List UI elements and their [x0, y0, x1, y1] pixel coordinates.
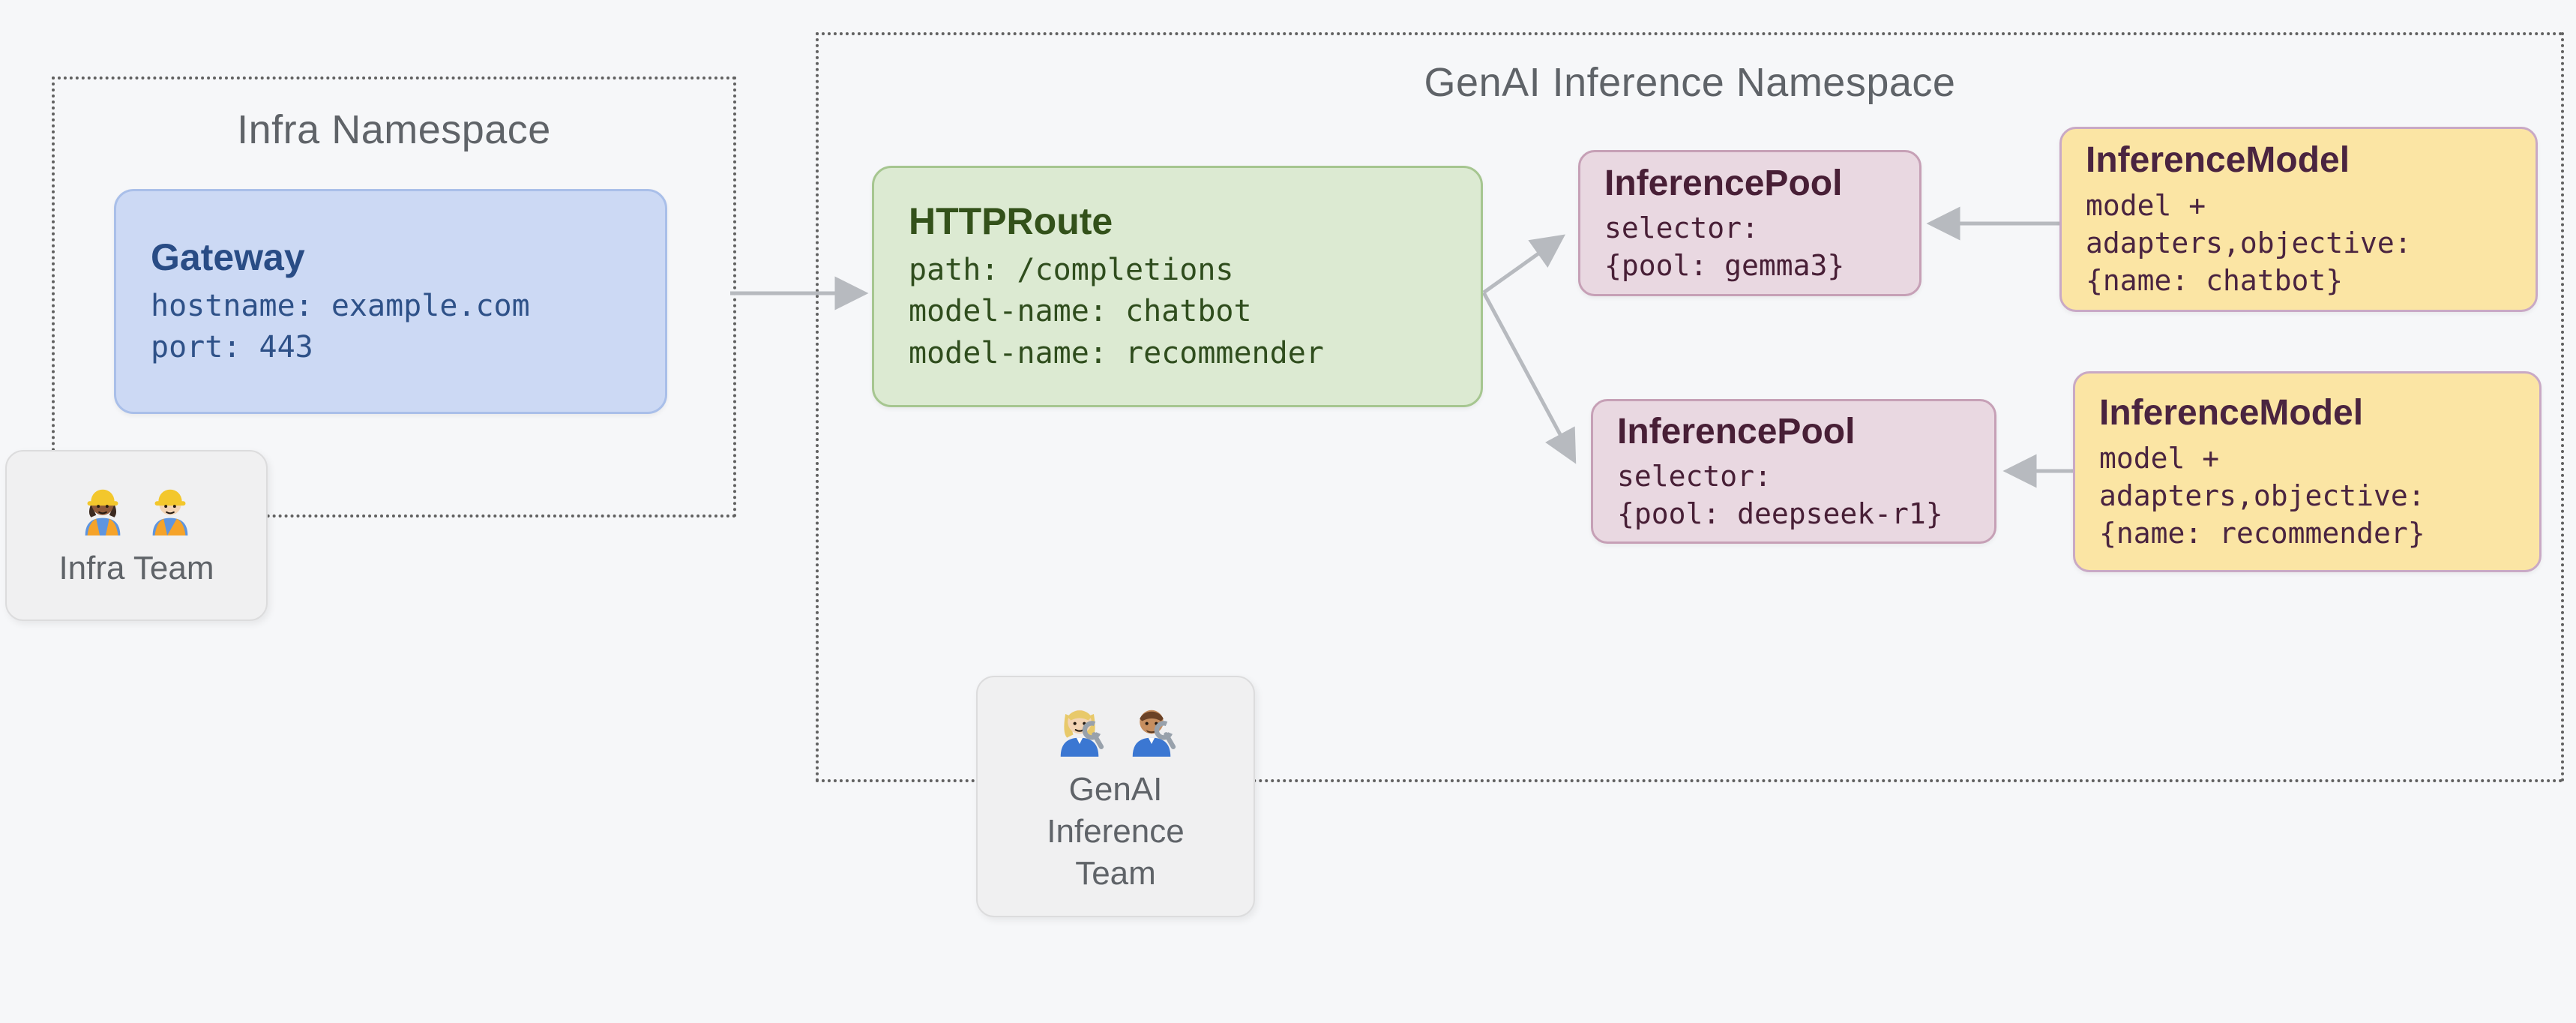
man-construction-worker-icon	[152, 489, 188, 536]
httproute-path: path: /completions	[909, 253, 1234, 288]
infra-team-card: Infra Team	[5, 450, 268, 621]
genai-namespace-title: GenAI Inference Namespace	[1424, 60, 1956, 105]
model-line: model +	[2099, 441, 2220, 475]
infra-team-icons	[75, 482, 198, 537]
gateway-node: Gateway hostname: example.com port: 443	[114, 189, 667, 414]
model-line: adapters,objective:	[2086, 226, 2412, 260]
gateway-port: port: 443	[151, 330, 313, 364]
inference-pool-title: InferencePool	[1617, 411, 1856, 452]
inference-model-chatbot-node: InferenceModel model + adapters,objectiv…	[2059, 127, 2538, 312]
gateway-title: Gateway	[151, 236, 305, 278]
model-line: adapters,objective:	[2099, 478, 2425, 512]
model-name-value: {name: chatbot}	[2086, 264, 2344, 298]
infra-team-label: Infra Team	[58, 549, 214, 586]
gateway-hostname: hostname: example.com	[151, 288, 530, 323]
inference-pool-gemma3-node: InferencePool selector: {pool: gemma3}	[1578, 150, 1922, 296]
httproute-model-chatbot: model-name: chatbot	[909, 294, 1252, 329]
pool-selector-value: {pool: gemma3}	[1604, 249, 1845, 283]
genai-team-label: GenAI Inference Team	[1047, 770, 1185, 892]
httproute-model-recommender: model-name: recommender	[909, 335, 1324, 370]
httproute-title: HTTPRoute	[909, 200, 1113, 243]
arrow-httproute-to-pool-deepseek	[1481, 291, 1577, 464]
inference-pool-title: InferencePool	[1604, 163, 1843, 203]
arrow-httproute-to-pool-gemma3	[1482, 234, 1566, 295]
genai-team-card: GenAI Inference Team	[976, 676, 1255, 917]
infra-namespace-title: Infra Namespace	[237, 107, 551, 152]
pool-selector-value: {pool: deepseek-r1}	[1617, 497, 1943, 531]
infra-namespace-box: Infra Namespace	[52, 76, 736, 518]
genai-team-icons	[1050, 698, 1182, 758]
pool-selector-label: selector:	[1617, 460, 1772, 494]
model-name-value: {name: recommender}	[2099, 516, 2425, 550]
pool-selector-label: selector:	[1604, 212, 1759, 245]
inference-model-recommender-node: InferenceModel model + adapters,objectiv…	[2073, 371, 2542, 572]
inference-model-title: InferenceModel	[2086, 140, 2350, 181]
httproute-node: HTTPRoute path: /completions model-name:…	[872, 166, 1483, 407]
inference-pool-deepseek-node: InferencePool selector: {pool: deepseek-…	[1591, 399, 1996, 544]
model-line: model +	[2086, 189, 2206, 223]
woman-mechanic-icon	[1060, 710, 1104, 757]
woman-construction-worker-icon	[85, 489, 121, 536]
man-mechanic-icon	[1132, 710, 1176, 757]
inference-model-title: InferenceModel	[2099, 392, 2364, 433]
genai-namespace-box: GenAI Inference Namespace	[816, 32, 2564, 782]
